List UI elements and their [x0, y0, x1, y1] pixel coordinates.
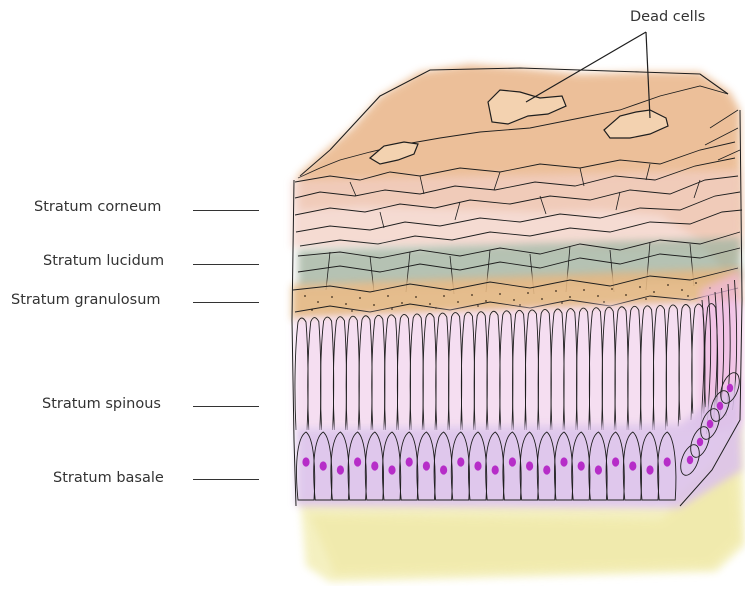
stratum-lucidum-leader-line [193, 264, 259, 265]
dead-cells-label: Dead cells [630, 9, 705, 25]
cell-nucleus [578, 461, 585, 470]
cell-nucleus [371, 461, 378, 470]
cell-nucleus [687, 456, 693, 464]
cell-nucleus [337, 465, 344, 474]
cell-nucleus [474, 461, 481, 470]
stratum-corneum-label: Stratum corneum [34, 199, 161, 215]
cell-nucleus [664, 457, 671, 466]
cell-nucleus [697, 438, 703, 446]
cell-nucleus [629, 461, 636, 470]
cell-nucleus [509, 457, 516, 466]
stratum-lucidum-label: Stratum lucidum [43, 253, 164, 269]
cell-nucleus [595, 465, 602, 474]
cell-nucleus [543, 465, 550, 474]
cell-nucleus [526, 461, 533, 470]
cell-nucleus [727, 384, 733, 392]
cell-nucleus [406, 457, 413, 466]
stratum-corneum-leader-line [193, 210, 259, 211]
cell-nucleus [457, 457, 464, 466]
cell-nucleus [320, 461, 327, 470]
cell-nucleus [423, 461, 430, 470]
cell-nucleus [646, 465, 653, 474]
cell-nucleus [440, 465, 447, 474]
cell-nucleus [354, 457, 361, 466]
stratum-granulosum-label: Stratum granulosum [11, 292, 161, 308]
cell-nucleus [717, 402, 723, 410]
cell-nucleus [707, 420, 713, 428]
cell-nucleus [612, 457, 619, 466]
stratum-spinous-label: Stratum spinous [42, 396, 161, 412]
stratum-basale-label: Stratum basale [53, 470, 164, 486]
cell-nucleus [302, 457, 309, 466]
cell-nucleus [492, 465, 499, 474]
stratum-spinous-leader-line [193, 406, 259, 407]
cell-nucleus [560, 457, 567, 466]
stratum-granulosum-leader-line [193, 302, 259, 303]
stratum-basale-leader-line [193, 479, 259, 480]
cell-nucleus [388, 465, 395, 474]
